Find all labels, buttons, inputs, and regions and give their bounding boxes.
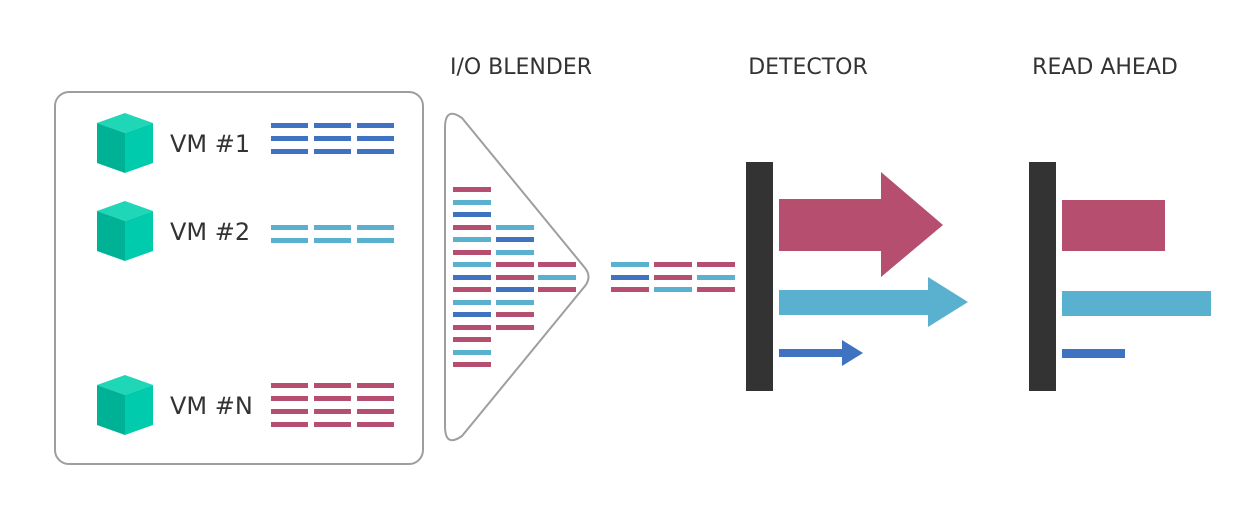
- blended-io-stream: [611, 262, 735, 292]
- arrow-right-icon-magenta: [779, 172, 943, 277]
- blender-column-2: [496, 225, 534, 330]
- vm-label-1: VM #1: [170, 130, 250, 158]
- blender-column-3: [538, 262, 576, 292]
- heading-read-ahead: READ AHEAD: [1032, 55, 1178, 80]
- vm2-io-stripes: [271, 225, 394, 243]
- vmn-io-stripes: [271, 383, 394, 427]
- detector-bar: [746, 162, 773, 391]
- vm-cube-icon-2: [97, 201, 153, 261]
- vm-label-n: VM #N: [170, 392, 253, 420]
- io-blender-funnel: [444, 112, 590, 442]
- vm-label-2: VM #2: [170, 218, 250, 246]
- blender-column-1: [453, 187, 491, 367]
- read-ahead-block-magenta: [1062, 200, 1165, 251]
- vm1-io-stripes: [271, 123, 394, 154]
- heading-io-blender: I/O BLENDER: [450, 55, 592, 80]
- vm-group-box: [54, 91, 424, 465]
- arrow-right-icon-light-blue: [779, 277, 968, 327]
- heading-detector: DETECTOR: [748, 55, 868, 80]
- vm-cube-icon-1: [97, 113, 153, 173]
- read-ahead-block-light-blue: [1062, 291, 1211, 316]
- read-ahead-block-dark-blue: [1062, 349, 1125, 358]
- vm-cube-icon-n: [97, 375, 153, 435]
- arrow-right-icon-dark-blue: [779, 340, 863, 366]
- read-ahead-bar: [1029, 162, 1056, 391]
